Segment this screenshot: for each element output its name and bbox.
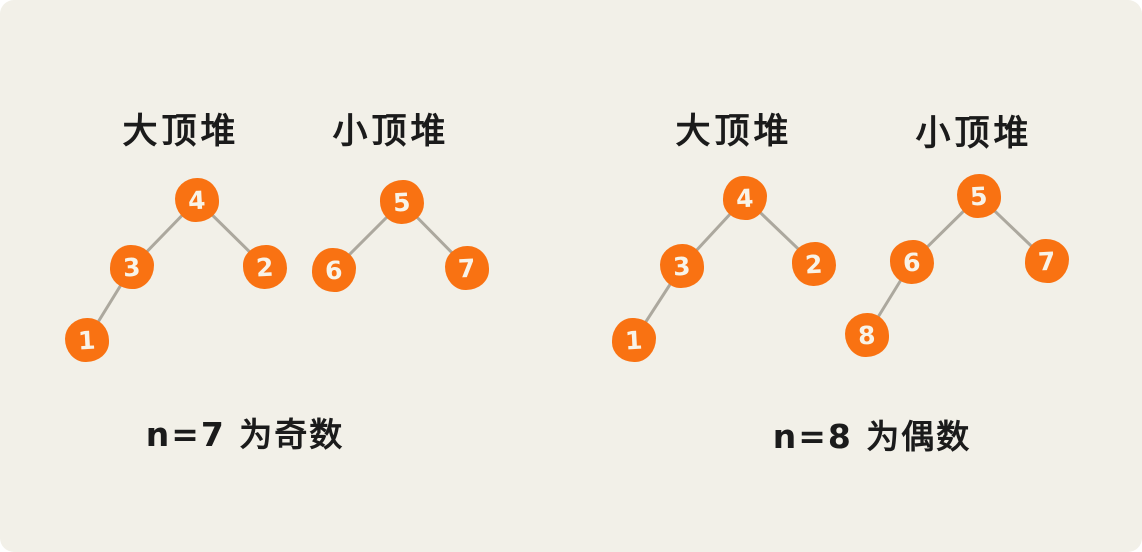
heap-node: 3 [660, 244, 704, 288]
max-heap-label: 大顶堆 [122, 112, 240, 152]
figure-caption: n=8 为偶数 [772, 417, 972, 456]
heap-node: 1 [612, 318, 656, 362]
heap-node: 5 [957, 174, 1001, 218]
node-value: 1 [624, 325, 644, 355]
node-value: 2 [804, 249, 824, 279]
heap-node: 5 [380, 180, 424, 224]
heap-node: 3 [110, 245, 154, 289]
heap-node: 6 [312, 248, 356, 292]
node-value: 8 [857, 320, 877, 350]
node-value: 3 [672, 251, 692, 281]
figure-caption: n=7 为奇数 [145, 415, 345, 454]
heap-node: 7 [1025, 239, 1069, 283]
heap-node: 4 [723, 176, 767, 220]
heap-node: 4 [175, 178, 219, 222]
min-heap-label: 小顶堆 [332, 112, 450, 152]
node-value: 6 [902, 247, 922, 277]
heap-node: 1 [65, 318, 109, 362]
heap-node: 8 [845, 313, 889, 357]
min-heap-label: 小顶堆 [915, 114, 1033, 154]
node-value: 7 [1037, 246, 1057, 276]
node-value: 6 [324, 255, 344, 285]
node-value: 4 [735, 183, 755, 213]
heap-node: 6 [890, 240, 934, 284]
node-value: 3 [122, 252, 142, 282]
node-value: 5 [969, 181, 989, 211]
node-value: 4 [187, 185, 207, 215]
node-value: 1 [77, 325, 97, 355]
heap-node: 2 [792, 242, 836, 286]
heap-node: 2 [243, 245, 287, 289]
max-heap-label: 大顶堆 [675, 112, 793, 152]
node-value: 7 [457, 253, 477, 283]
node-value: 2 [255, 252, 275, 282]
heap-node: 7 [445, 246, 489, 290]
node-value: 5 [392, 187, 412, 217]
